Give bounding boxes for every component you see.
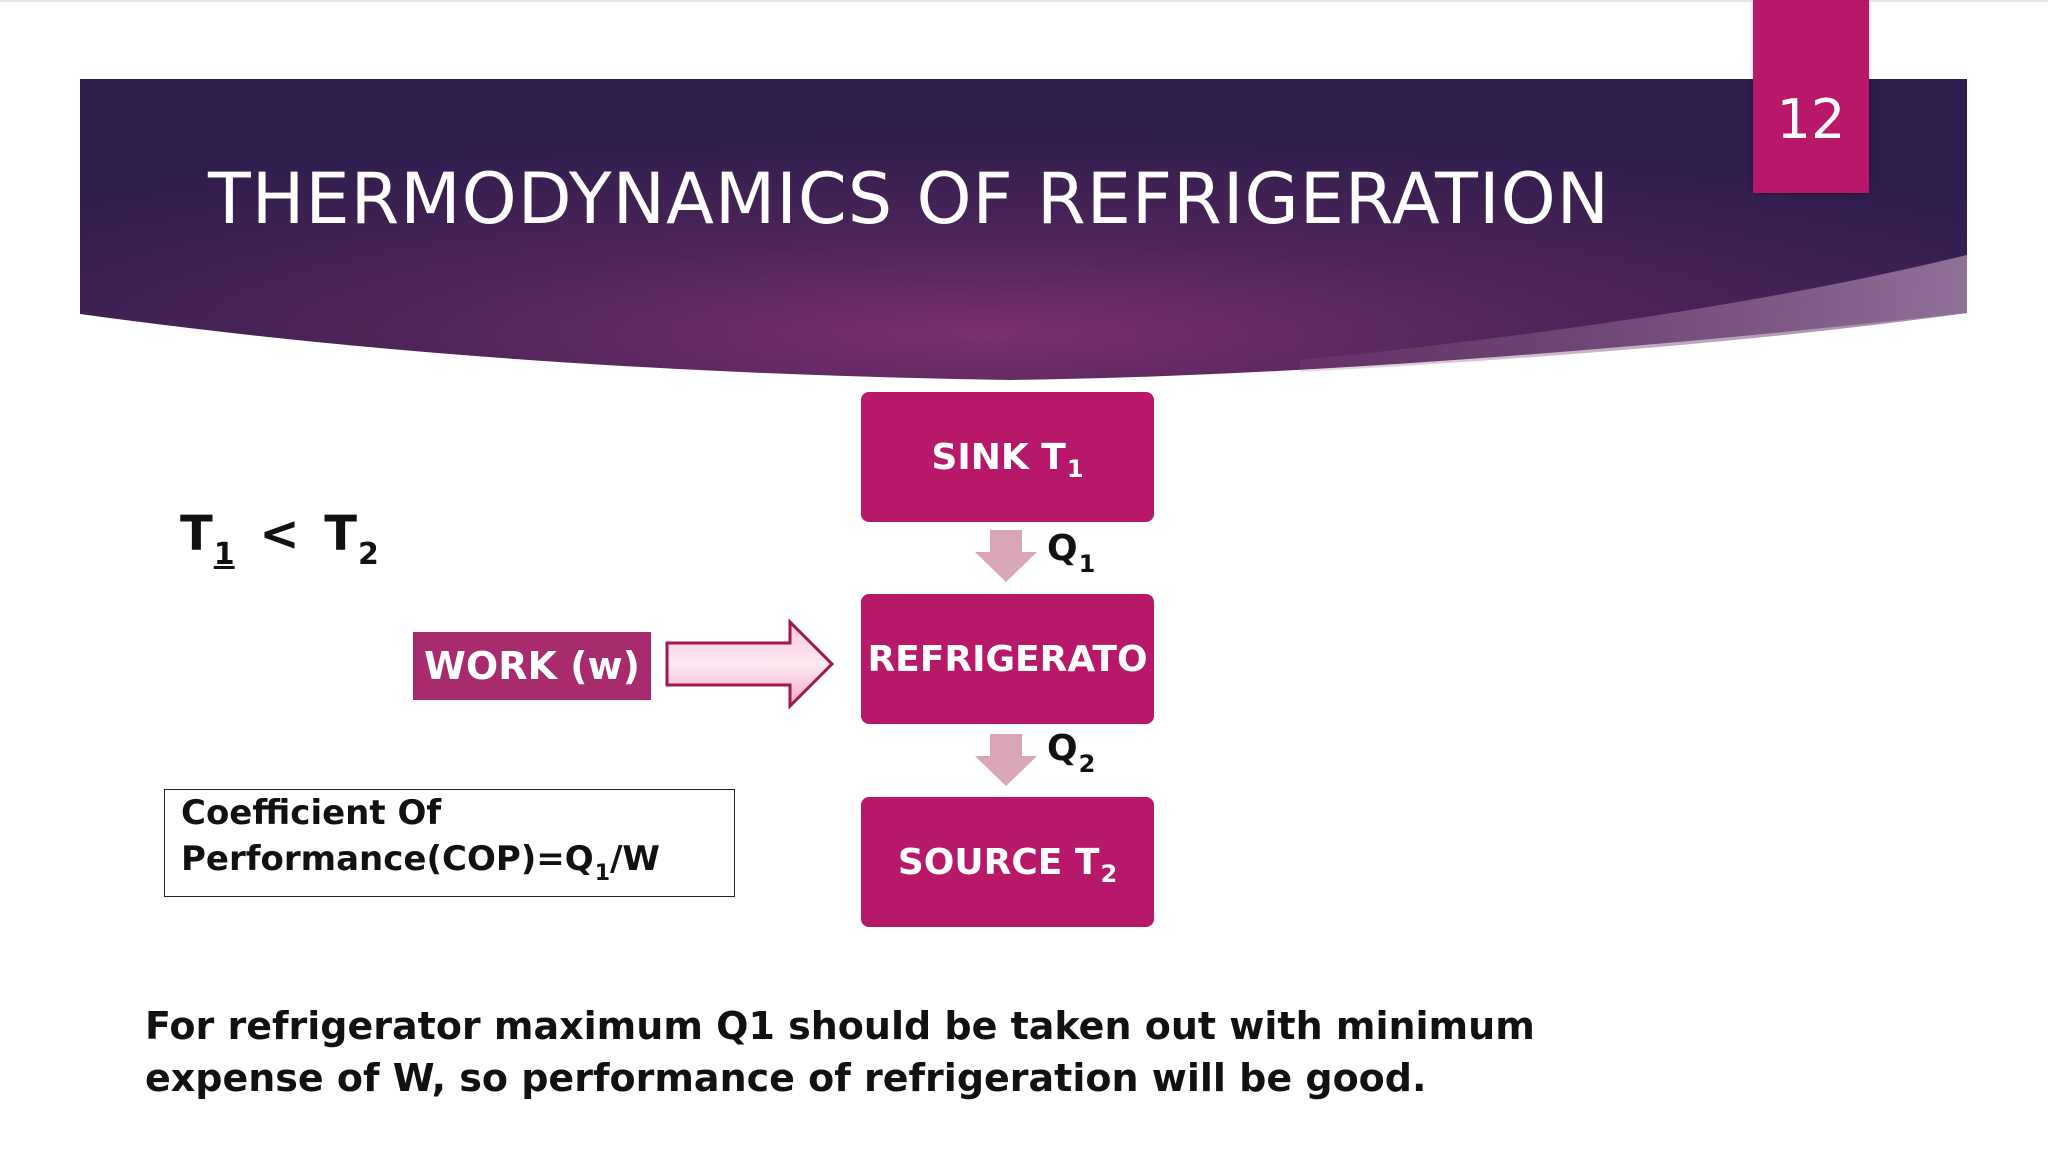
cop-line-1: Coefficient Of bbox=[181, 793, 442, 833]
less-than-symbol: < bbox=[259, 506, 300, 562]
refrigerator-label: REFRIGERATO bbox=[867, 638, 1148, 680]
cop-line-2: Performance(COP)=Q1/W bbox=[181, 836, 734, 887]
sink-subscript: 1 bbox=[1066, 455, 1084, 483]
top-border bbox=[0, 0, 2048, 2]
refrigerator-box: REFRIGERATO bbox=[861, 594, 1154, 724]
work-label: WORK (w) bbox=[424, 644, 640, 688]
slide-title: THERMODYNAMICS OF REFRIGERATION bbox=[208, 158, 1611, 240]
temperature-inequality: T1 < T2 bbox=[180, 506, 379, 572]
q1-label: Q1 bbox=[1047, 528, 1095, 578]
q2-symbol: Q bbox=[1047, 728, 1078, 769]
t1-subscript: 1 bbox=[213, 537, 235, 572]
work-box: WORK (w) bbox=[413, 632, 651, 700]
sink-label: SINK T bbox=[931, 436, 1066, 478]
cop-formula-box: Coefficient Of Performance(COP)=Q1/W bbox=[164, 789, 735, 897]
source-subscript: 2 bbox=[1100, 860, 1118, 888]
page-number: 12 bbox=[1776, 88, 1846, 151]
t1-symbol: T bbox=[180, 506, 213, 562]
note-line-2: expense of W, so performance of refriger… bbox=[145, 1056, 1427, 1100]
page-number-tab: 12 bbox=[1753, 0, 1869, 193]
source-label: SOURCE T bbox=[897, 841, 1100, 883]
cop-formula-prefix: Performance(COP)=Q bbox=[181, 839, 594, 879]
cop-formula-suffix: /W bbox=[610, 839, 660, 879]
t2-symbol: T bbox=[324, 506, 358, 562]
note-line-1: For refrigerator maximum Q1 should be ta… bbox=[145, 1004, 1535, 1048]
q1-arrow-icon bbox=[975, 530, 1037, 582]
title-banner bbox=[80, 79, 1967, 380]
q2-subscript: 2 bbox=[1078, 750, 1096, 778]
t2-subscript: 2 bbox=[358, 537, 379, 572]
work-arrow-icon bbox=[665, 618, 835, 710]
q1-symbol: Q bbox=[1047, 528, 1078, 569]
cop-formula-subscript: 1 bbox=[594, 861, 611, 886]
conclusion-note: For refrigerator maximum Q1 should be ta… bbox=[145, 1000, 1545, 1104]
q1-subscript: 1 bbox=[1078, 550, 1096, 578]
q2-arrow-icon bbox=[975, 734, 1037, 786]
q2-label: Q2 bbox=[1047, 728, 1095, 778]
